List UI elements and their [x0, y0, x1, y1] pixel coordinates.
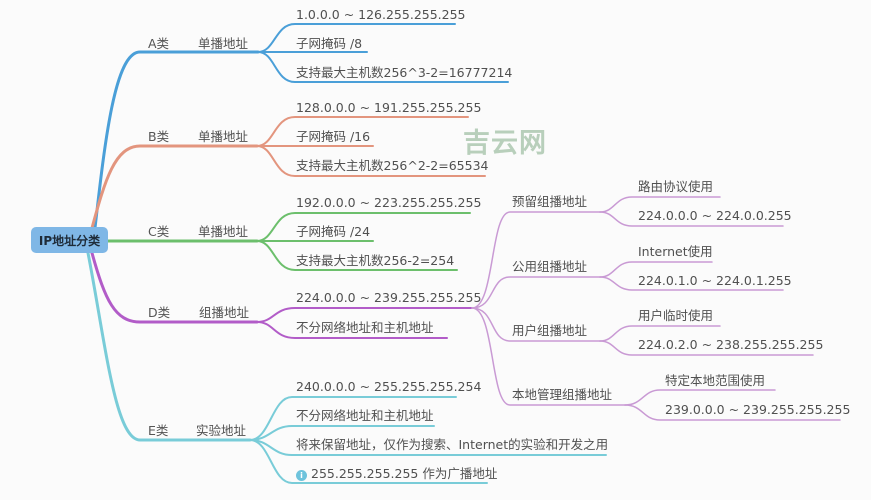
class-e-reserved[interactable]: 将来保留地址，仅作为搜索、Internet的实验和开发之用 [296, 437, 609, 452]
class-e-broadcast-text: 255.255.255.255 作为广播地址 [311, 466, 498, 481]
class-c-hosts[interactable]: 支持最大主机数256-2=254 [296, 253, 455, 268]
class-c-mask[interactable]: 子网掩码 /24 [296, 224, 371, 239]
class-d-label[interactable]: D类 [148, 305, 171, 320]
d-reserved-usage[interactable]: 路由协议使用 [638, 179, 714, 194]
class-a-range[interactable]: 1.0.0.0 ~ 126.255.255.255 [296, 7, 466, 22]
d-reserved-range[interactable]: 224.0.0.0 ~ 224.0.0.255 [638, 208, 792, 223]
class-b-label[interactable]: B类 [148, 129, 170, 144]
class-d-note[interactable]: 不分网络地址和主机地址 [296, 320, 434, 335]
d-user-range[interactable]: 224.0.2.0 ~ 238.255.255.255 [638, 337, 824, 352]
class-d-type[interactable]: 组播地址 [199, 305, 250, 320]
class-a-type[interactable]: 单播地址 [198, 36, 249, 51]
class-c-label[interactable]: C类 [148, 224, 170, 239]
class-e-range[interactable]: 240.0.0.0 ~ 255.255.255.254 [296, 379, 482, 394]
class-d-range[interactable]: 224.0.0.0 ~ 239.255.255.255 [296, 290, 482, 305]
class-b-type[interactable]: 单播地址 [198, 129, 249, 144]
root-node[interactable]: IP地址分类 [31, 227, 108, 253]
d-user-usage[interactable]: 用户临时使用 [638, 308, 714, 323]
d-public-usage[interactable]: Internet使用 [638, 244, 713, 259]
class-e-broadcast[interactable]: i 255.255.255.255 作为广播地址 [296, 466, 497, 482]
d-local-group[interactable]: 本地管理组播地址 [512, 387, 613, 402]
class-e-type[interactable]: 实验地址 [196, 423, 247, 438]
d-public-group[interactable]: 公用组播地址 [512, 259, 588, 274]
class-b-mask[interactable]: 子网掩码 /16 [296, 129, 371, 144]
class-a-mask[interactable]: 子网掩码 /8 [296, 36, 363, 51]
class-c-type[interactable]: 单播地址 [198, 224, 249, 239]
info-icon[interactable]: i [296, 470, 307, 481]
d-local-usage[interactable]: 特定本地范围使用 [665, 373, 766, 388]
watermark: 吉云网 [463, 128, 547, 159]
d-local-range[interactable]: 239.0.0.0 ~ 239.255.255.255 [665, 402, 851, 417]
class-e-note[interactable]: 不分网络地址和主机地址 [296, 408, 434, 423]
class-b-range[interactable]: 128.0.0.0 ~ 191.255.255.255 [296, 100, 482, 115]
class-e-label[interactable]: E类 [148, 423, 169, 438]
d-reserved-group[interactable]: 预留组播地址 [512, 194, 588, 209]
d-user-group[interactable]: 用户组播地址 [512, 323, 588, 338]
d-public-range[interactable]: 224.0.1.0 ~ 224.0.1.255 [638, 273, 792, 288]
class-b-hosts[interactable]: 支持最大主机数256^2-2=65534 [296, 158, 489, 173]
class-a-hosts[interactable]: 支持最大主机数256^3-2=16777214 [296, 65, 513, 80]
class-a-label[interactable]: A类 [148, 36, 170, 51]
class-c-range[interactable]: 192.0.0.0 ~ 223.255.255.255 [296, 195, 482, 210]
